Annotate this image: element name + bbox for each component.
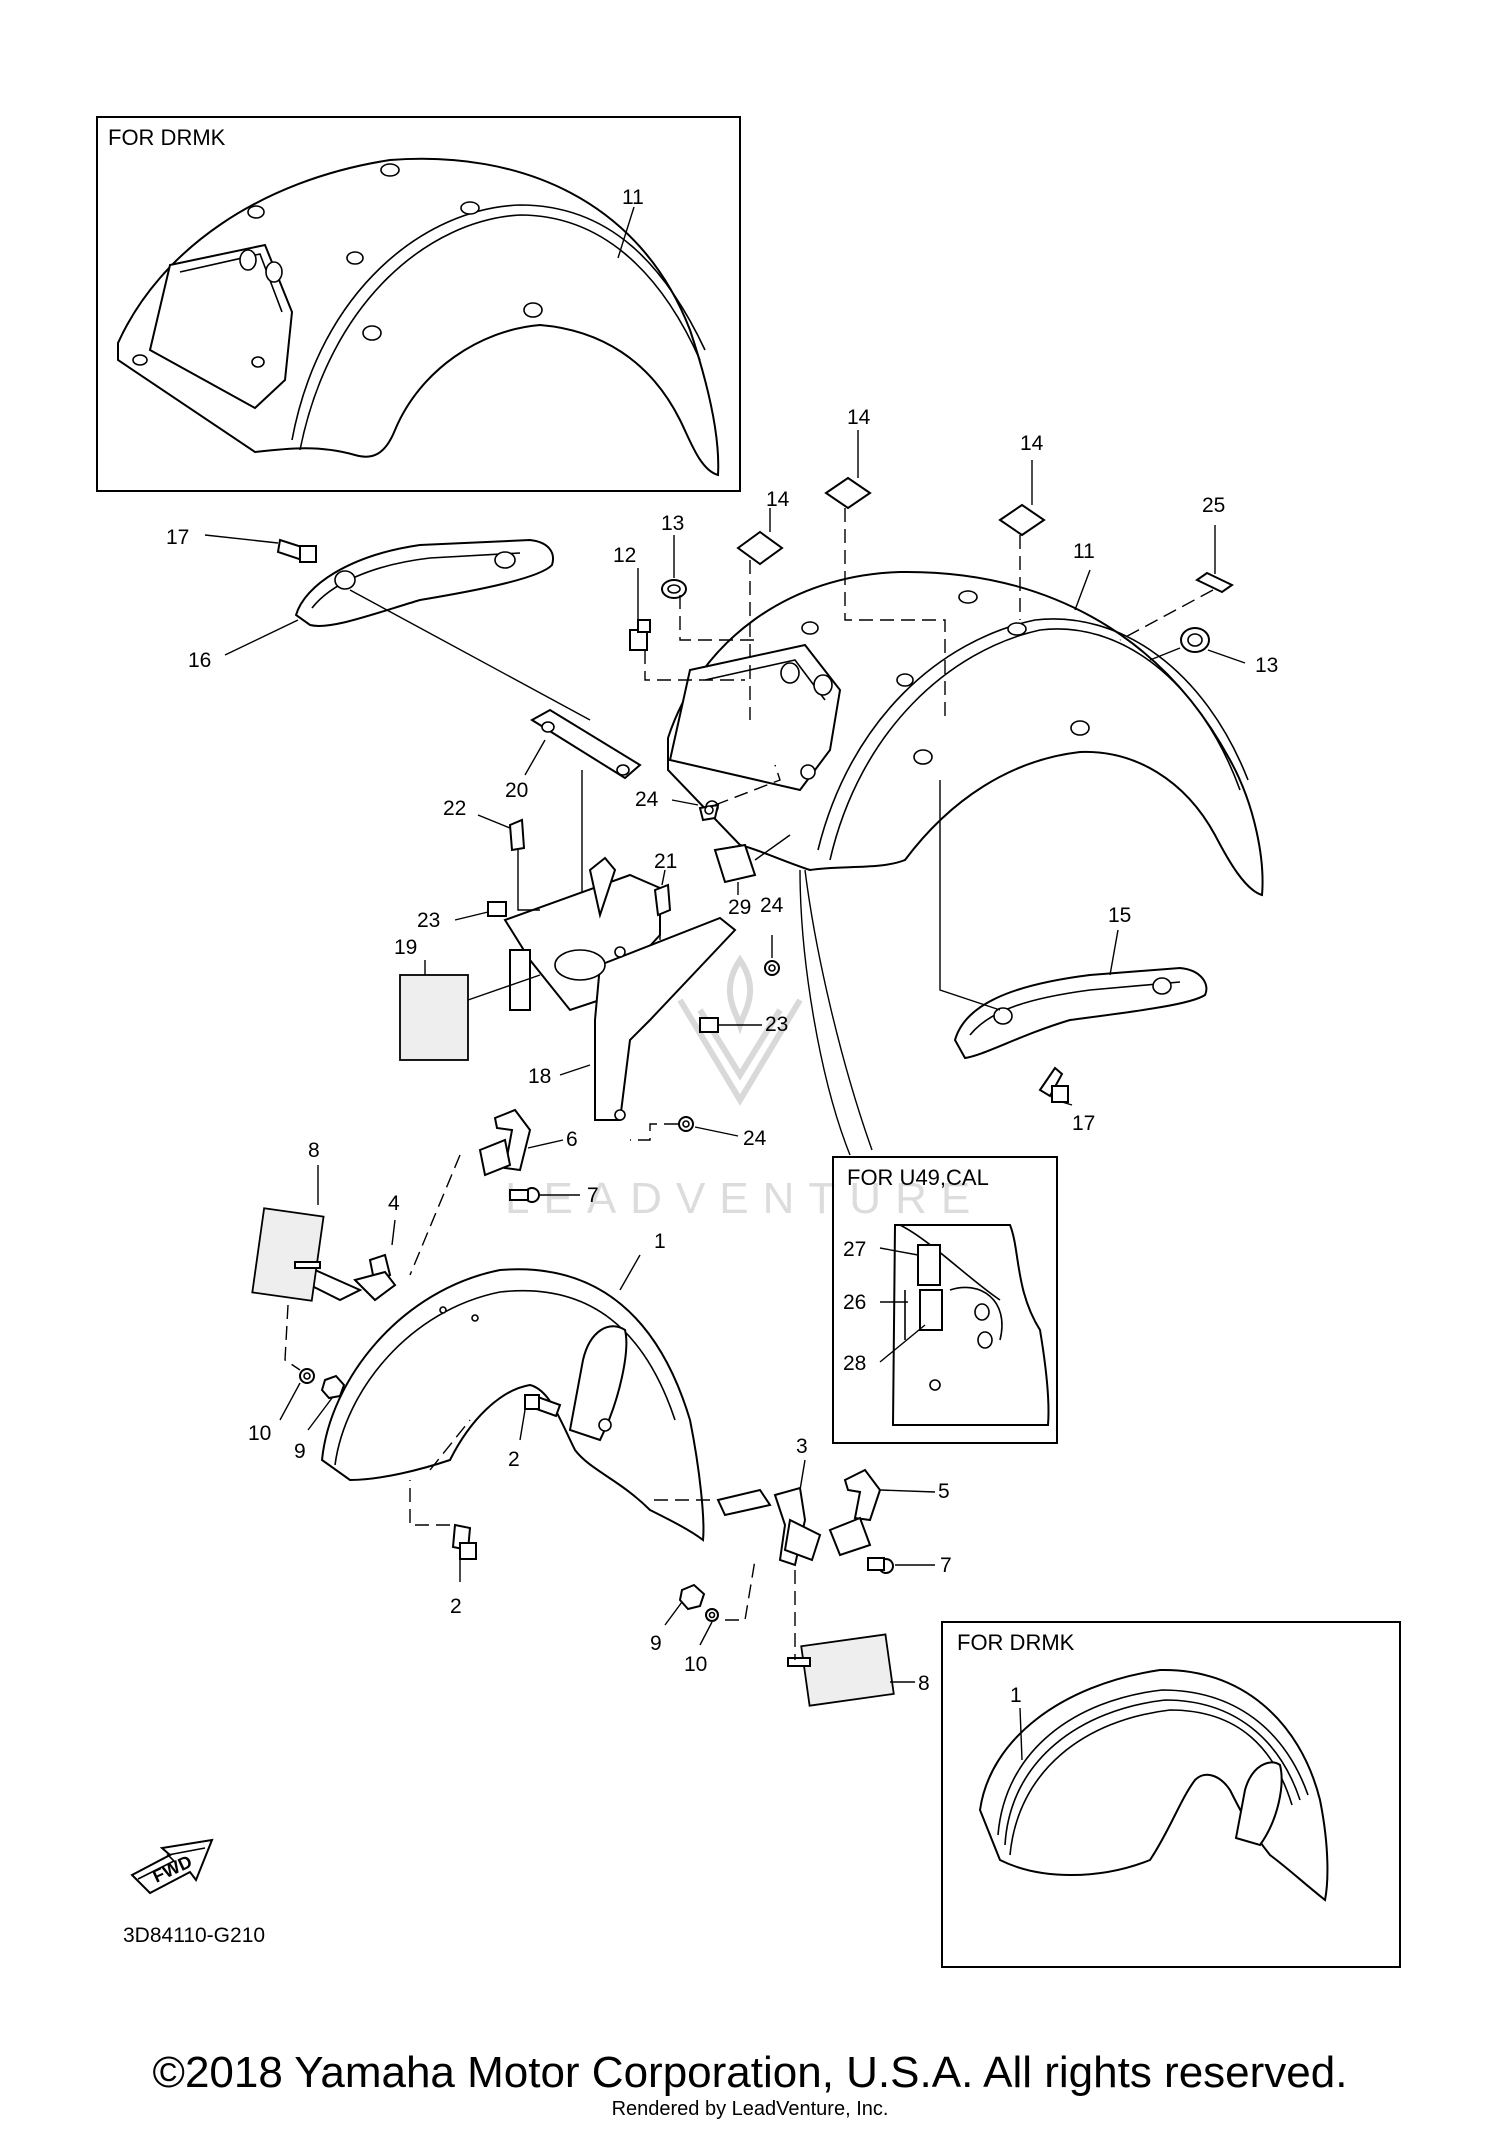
watermark-text: LEADVENTURE	[505, 1174, 984, 1223]
callout-14-a: 14	[766, 488, 790, 511]
callout-12: 12	[613, 544, 636, 567]
callout-8-a: 8	[308, 1139, 320, 1162]
callout-2-b: 2	[450, 1595, 462, 1618]
bracket-18-part	[503, 856, 737, 1121]
callout-7-b: 7	[940, 1554, 952, 1577]
callout-24-a: 24	[635, 788, 659, 811]
callout-19: 19	[394, 936, 417, 959]
callout-11-inset: 11	[622, 186, 644, 209]
callout-7-a: 7	[587, 1184, 599, 1207]
pad-23-a-part	[487, 901, 507, 917]
bolt-7-b-part	[867, 1557, 894, 1574]
rendered-by-credit: Rendered by LeadVenture, Inc.	[611, 2098, 889, 2120]
clamp-5-part	[828, 1468, 882, 1557]
callout-10-b: 10	[684, 1653, 707, 1676]
callout-3: 3	[796, 1435, 808, 1458]
callout-22: 22	[443, 797, 466, 820]
reference-code: 3D84110-G210	[123, 1924, 265, 1947]
callout-1-inset: 1	[1010, 1684, 1022, 1707]
reflector-bracket-4-part	[308, 1253, 397, 1302]
callout-20: 20	[505, 779, 528, 802]
side-trim-15-part	[953, 966, 1208, 1060]
plate-19-part	[399, 974, 469, 1061]
bolt-17-lower-part	[1038, 1066, 1069, 1103]
nut-24-a-part	[698, 803, 720, 822]
callout-28: 28	[843, 1352, 866, 1375]
inset-frame-top	[96, 116, 741, 492]
callout-23-a: 23	[417, 909, 440, 932]
callout-2-a: 2	[508, 1448, 520, 1471]
callout-14-c: 14	[1020, 432, 1044, 455]
fwd-arrow-icon	[130, 1838, 214, 1895]
reflector-bracket-3-part	[716, 1486, 822, 1567]
callout-13-b: 13	[1255, 654, 1278, 677]
pad-23-b-part	[699, 1017, 719, 1033]
callout-6: 6	[566, 1128, 578, 1151]
callout-17-b: 17	[1072, 1112, 1095, 1135]
rear-fender-inset-drawing	[117, 157, 720, 477]
callout-27: 27	[843, 1238, 866, 1261]
bolt-2-b-part	[451, 1523, 477, 1560]
copyright-notice: ©2018 Yamaha Motor Corporation, U.S.A. A…	[152, 2048, 1348, 2097]
inset-u49-cal: FOR U49,CAL 27 26 28	[832, 1156, 1058, 1444]
clip-12-part	[629, 619, 651, 651]
callout-14-b: 14	[847, 406, 871, 429]
plate-20-part	[530, 708, 642, 780]
reflector-8-b-part	[787, 1633, 895, 1707]
bolt-17-upper-part	[276, 538, 317, 563]
callout-18: 18	[528, 1065, 551, 1088]
rear-fender-main	[667, 570, 1264, 897]
callout-21: 21	[654, 850, 677, 873]
front-fender-main	[320, 1268, 705, 1542]
sticker-14-parts	[736, 476, 1234, 594]
callout-17-a: 17	[166, 526, 189, 549]
callout-29: 29	[728, 896, 751, 919]
inset-frame-bottom	[941, 1621, 1401, 1968]
callout-4: 4	[388, 1192, 400, 1215]
callout-9-a: 9	[294, 1440, 306, 1463]
bolt-2-a-part	[524, 1394, 562, 1418]
callout-16: 16	[188, 649, 211, 672]
callout-9-b: 9	[650, 1632, 662, 1655]
reflector-8-a-part	[251, 1207, 325, 1302]
callout-13-a: 13	[661, 512, 684, 535]
inset-top-title: FOR DRMK	[108, 125, 226, 150]
callout-26: 26	[843, 1291, 866, 1314]
callout-15: 15	[1108, 904, 1131, 927]
piece-22-part	[508, 818, 526, 852]
callout-24-b: 24	[760, 894, 784, 917]
callout-10-a: 10	[248, 1422, 271, 1445]
grommet-13-parts	[661, 579, 1210, 653]
clamp-6-part	[478, 1108, 532, 1177]
callout-5: 5	[938, 1480, 950, 1503]
nut-24-b-part	[764, 960, 780, 976]
callout-11-main: 11	[1073, 540, 1095, 563]
inset-frame-mid	[832, 1156, 1058, 1444]
callout-1: 1	[654, 1230, 666, 1253]
inset-mid-title: FOR U49,CAL	[847, 1165, 989, 1190]
bolt-7-a-part	[509, 1187, 540, 1203]
label-29-part	[713, 843, 757, 884]
piece-21-part	[653, 883, 672, 917]
side-trim-16-part	[294, 538, 554, 627]
callout-25: 25	[1202, 494, 1225, 517]
nut-24-c-part	[678, 1116, 694, 1132]
callout-8-b: 8	[918, 1672, 930, 1695]
inset-rear-fender-drmk: FOR DRMK 11	[96, 116, 741, 492]
inset-front-fender-drmk: FOR DRMK	[941, 1621, 1401, 1968]
callout-23-b: 23	[765, 1013, 788, 1036]
inset-bottom-title: FOR DRMK	[957, 1630, 1075, 1655]
callout-24-c: 24	[743, 1127, 767, 1150]
nut-9-b-part	[678, 1583, 706, 1611]
nut-9-a-part	[320, 1374, 346, 1400]
